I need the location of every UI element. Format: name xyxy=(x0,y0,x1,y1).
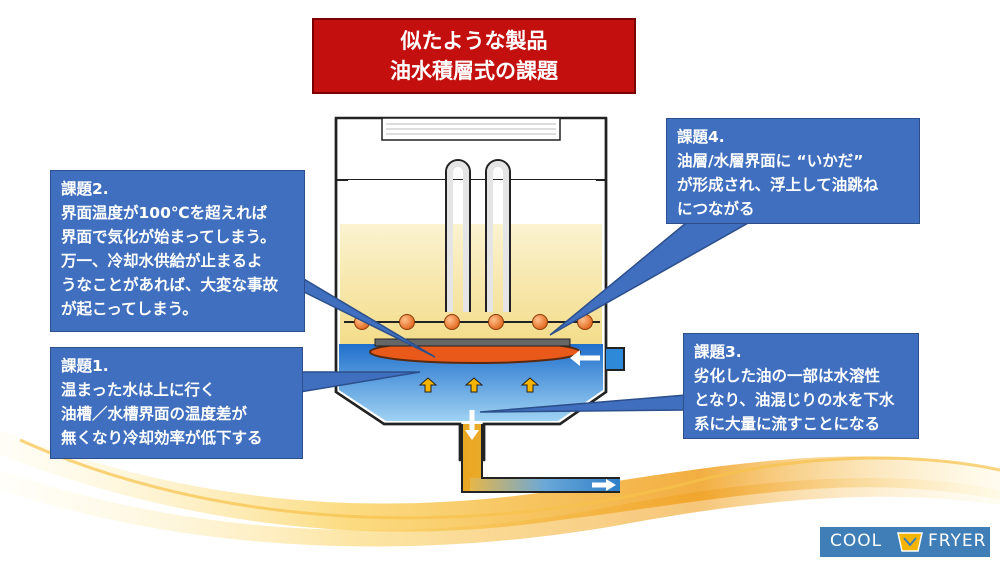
fryer-basket-icon xyxy=(897,532,923,552)
callout-heading: 課題3. xyxy=(694,343,742,361)
callout-issue-1: 課題1. 温まった水は上に行く 油槽／水槽界面の温度差が 無くなり冷却効率が低下… xyxy=(50,347,303,459)
callout-line: 系に大量に流すことになる xyxy=(694,415,881,433)
cool-fryer-logo: COOL FRYER xyxy=(820,527,990,557)
callout-line: 界面温度が100℃を超えれば xyxy=(61,204,268,222)
logo-text-right: FRYER xyxy=(928,531,987,551)
callout-issue-4: 課題4. 油層/水層界面に “いかだ” が形成され、浮上して油跳ね につながる xyxy=(666,118,920,224)
rising-water-arrows xyxy=(418,377,540,393)
callout-line: 温まった水は上に行く xyxy=(61,381,216,399)
callout-line: 無くなり冷却効率が低下する xyxy=(61,429,263,447)
callout-heading: 課題1. xyxy=(61,357,109,375)
callout-line: 劣化した油の一部は水溶性 xyxy=(694,367,881,385)
background-swoosh xyxy=(0,430,1000,547)
callout-issue-3: 課題3. 劣化した油の一部は水溶性 となり、油混じりの水を下水 系に大量に流すこ… xyxy=(683,333,919,439)
water-inlet-pipe xyxy=(606,347,625,371)
callout-line: 油層/水層界面に “いかだ” xyxy=(677,152,864,170)
callout-line: 油槽／水槽界面の温度差が xyxy=(61,405,248,423)
title-line-1: 似たような製品 xyxy=(400,29,548,53)
callout-issue-2: 課題2. 界面温度が100℃を超えれば 界面で気化が始まってしまう。 万一、冷却… xyxy=(50,170,305,332)
callout-line: が形成され、浮上して油跳ね xyxy=(677,176,879,194)
raft xyxy=(374,338,571,347)
title-box: 似たような製品 油水積層式の課題 xyxy=(312,18,636,94)
title-line-2: 油水積層式の課題 xyxy=(390,59,558,83)
callout-heading: 課題4. xyxy=(677,128,725,146)
callout-line: が起こってしまう。 xyxy=(61,300,198,318)
callout-line: 万一、冷却水供給が止まるよ xyxy=(61,252,263,270)
callout-line: 界面で気化が始まってしまう。 xyxy=(61,228,276,246)
callout-line: となり、油混じりの水を下水 xyxy=(694,391,895,409)
logo-text-left: COOL xyxy=(830,531,883,551)
fryer-tank xyxy=(334,116,625,493)
callout-line: につながる xyxy=(677,200,755,218)
callout-heading: 課題2. xyxy=(61,180,109,198)
callout-line: うなことがあれば、大変な事故 xyxy=(61,276,279,294)
